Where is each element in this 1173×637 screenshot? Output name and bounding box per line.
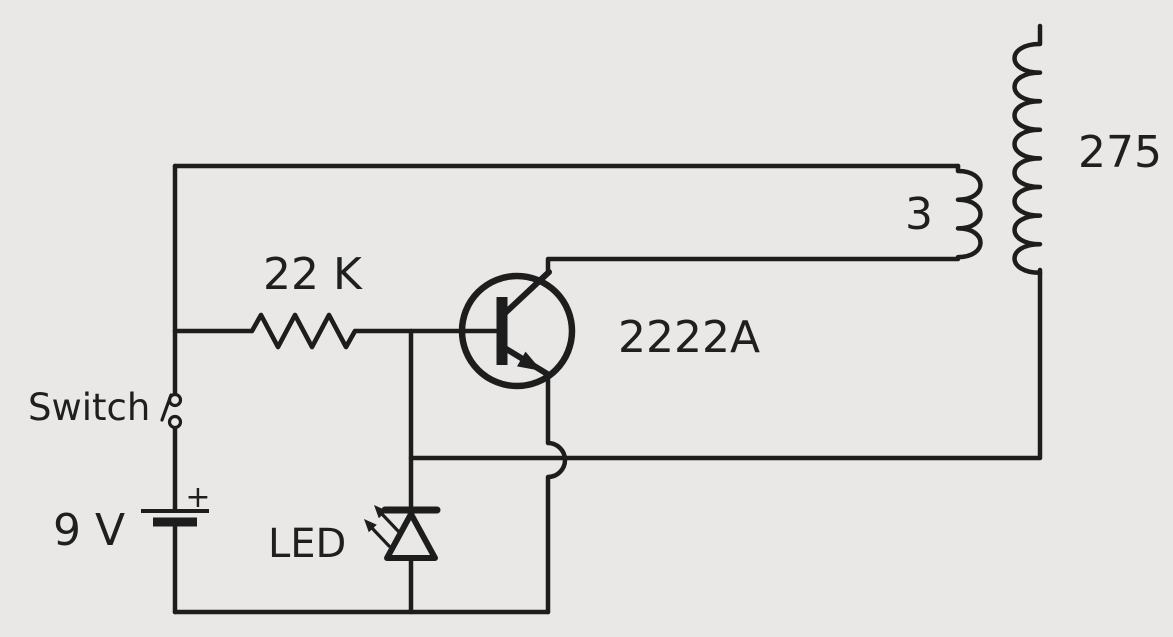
- led-triangle: [384, 511, 438, 561]
- battery-label: 9 V: [53, 505, 125, 556]
- transformer-primary-coil: [955, 163, 983, 260]
- led-symbol: [364, 505, 441, 561]
- transistor-base-bar: [496, 297, 508, 365]
- battery-symbol: [141, 509, 209, 527]
- resistor-symbol: [249, 312, 358, 350]
- transistor-emitter-arrow-icon: [517, 351, 542, 371]
- transistor-collector-line: [500, 269, 552, 318]
- wire-feedback: [408, 267, 1043, 461]
- switch-contact-bottom: [167, 414, 183, 430]
- switch-label: Switch: [28, 386, 150, 429]
- switch-symbol: [160, 392, 183, 430]
- wire-collector: [545, 256, 961, 275]
- transistor-symbol: [458, 269, 576, 390]
- wire-emitter-with-hop: [545, 371, 568, 615]
- transformer-secondary-turns-label: 275: [1078, 127, 1162, 178]
- led-emission-arrows-icon: [364, 505, 401, 548]
- switch-lever: [160, 393, 173, 422]
- battery-plus-mark: +: [185, 480, 210, 515]
- led-label: LED: [268, 521, 346, 567]
- transistor-body-circle: [458, 272, 576, 390]
- resistor-label: 22 K: [263, 249, 363, 300]
- transformer-primary-turns-label: 3: [905, 189, 933, 240]
- transistor-label: 2222A: [618, 312, 760, 363]
- transformer-secondary-coil: [1012, 23, 1043, 276]
